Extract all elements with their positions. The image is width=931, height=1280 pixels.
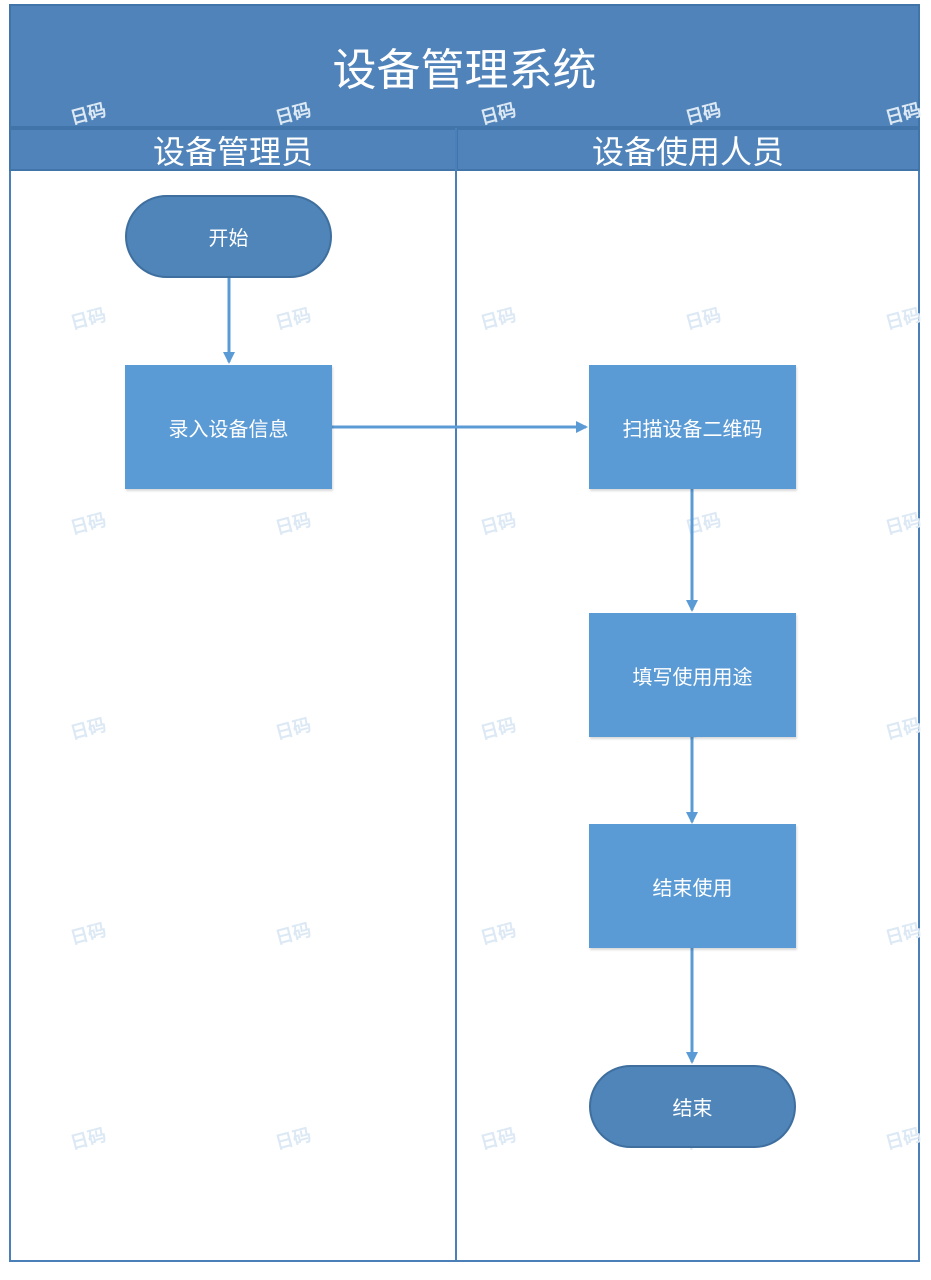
node-scan-qr: 扫描设备二维码 [589, 365, 796, 489]
lane-header-admin: 设备管理员 [9, 128, 457, 171]
lane-header-user: 设备使用人员 [456, 128, 920, 171]
lane-divider [455, 128, 457, 1262]
node-end: 结束 [589, 1065, 796, 1148]
node-end-use: 结束使用 [589, 824, 796, 948]
node-record-info: 录入设备信息 [125, 365, 332, 489]
node-start: 开始 [125, 195, 332, 278]
diagram-title: 设备管理系统 [9, 4, 920, 128]
node-fill-purpose: 填写使用用途 [589, 613, 796, 737]
